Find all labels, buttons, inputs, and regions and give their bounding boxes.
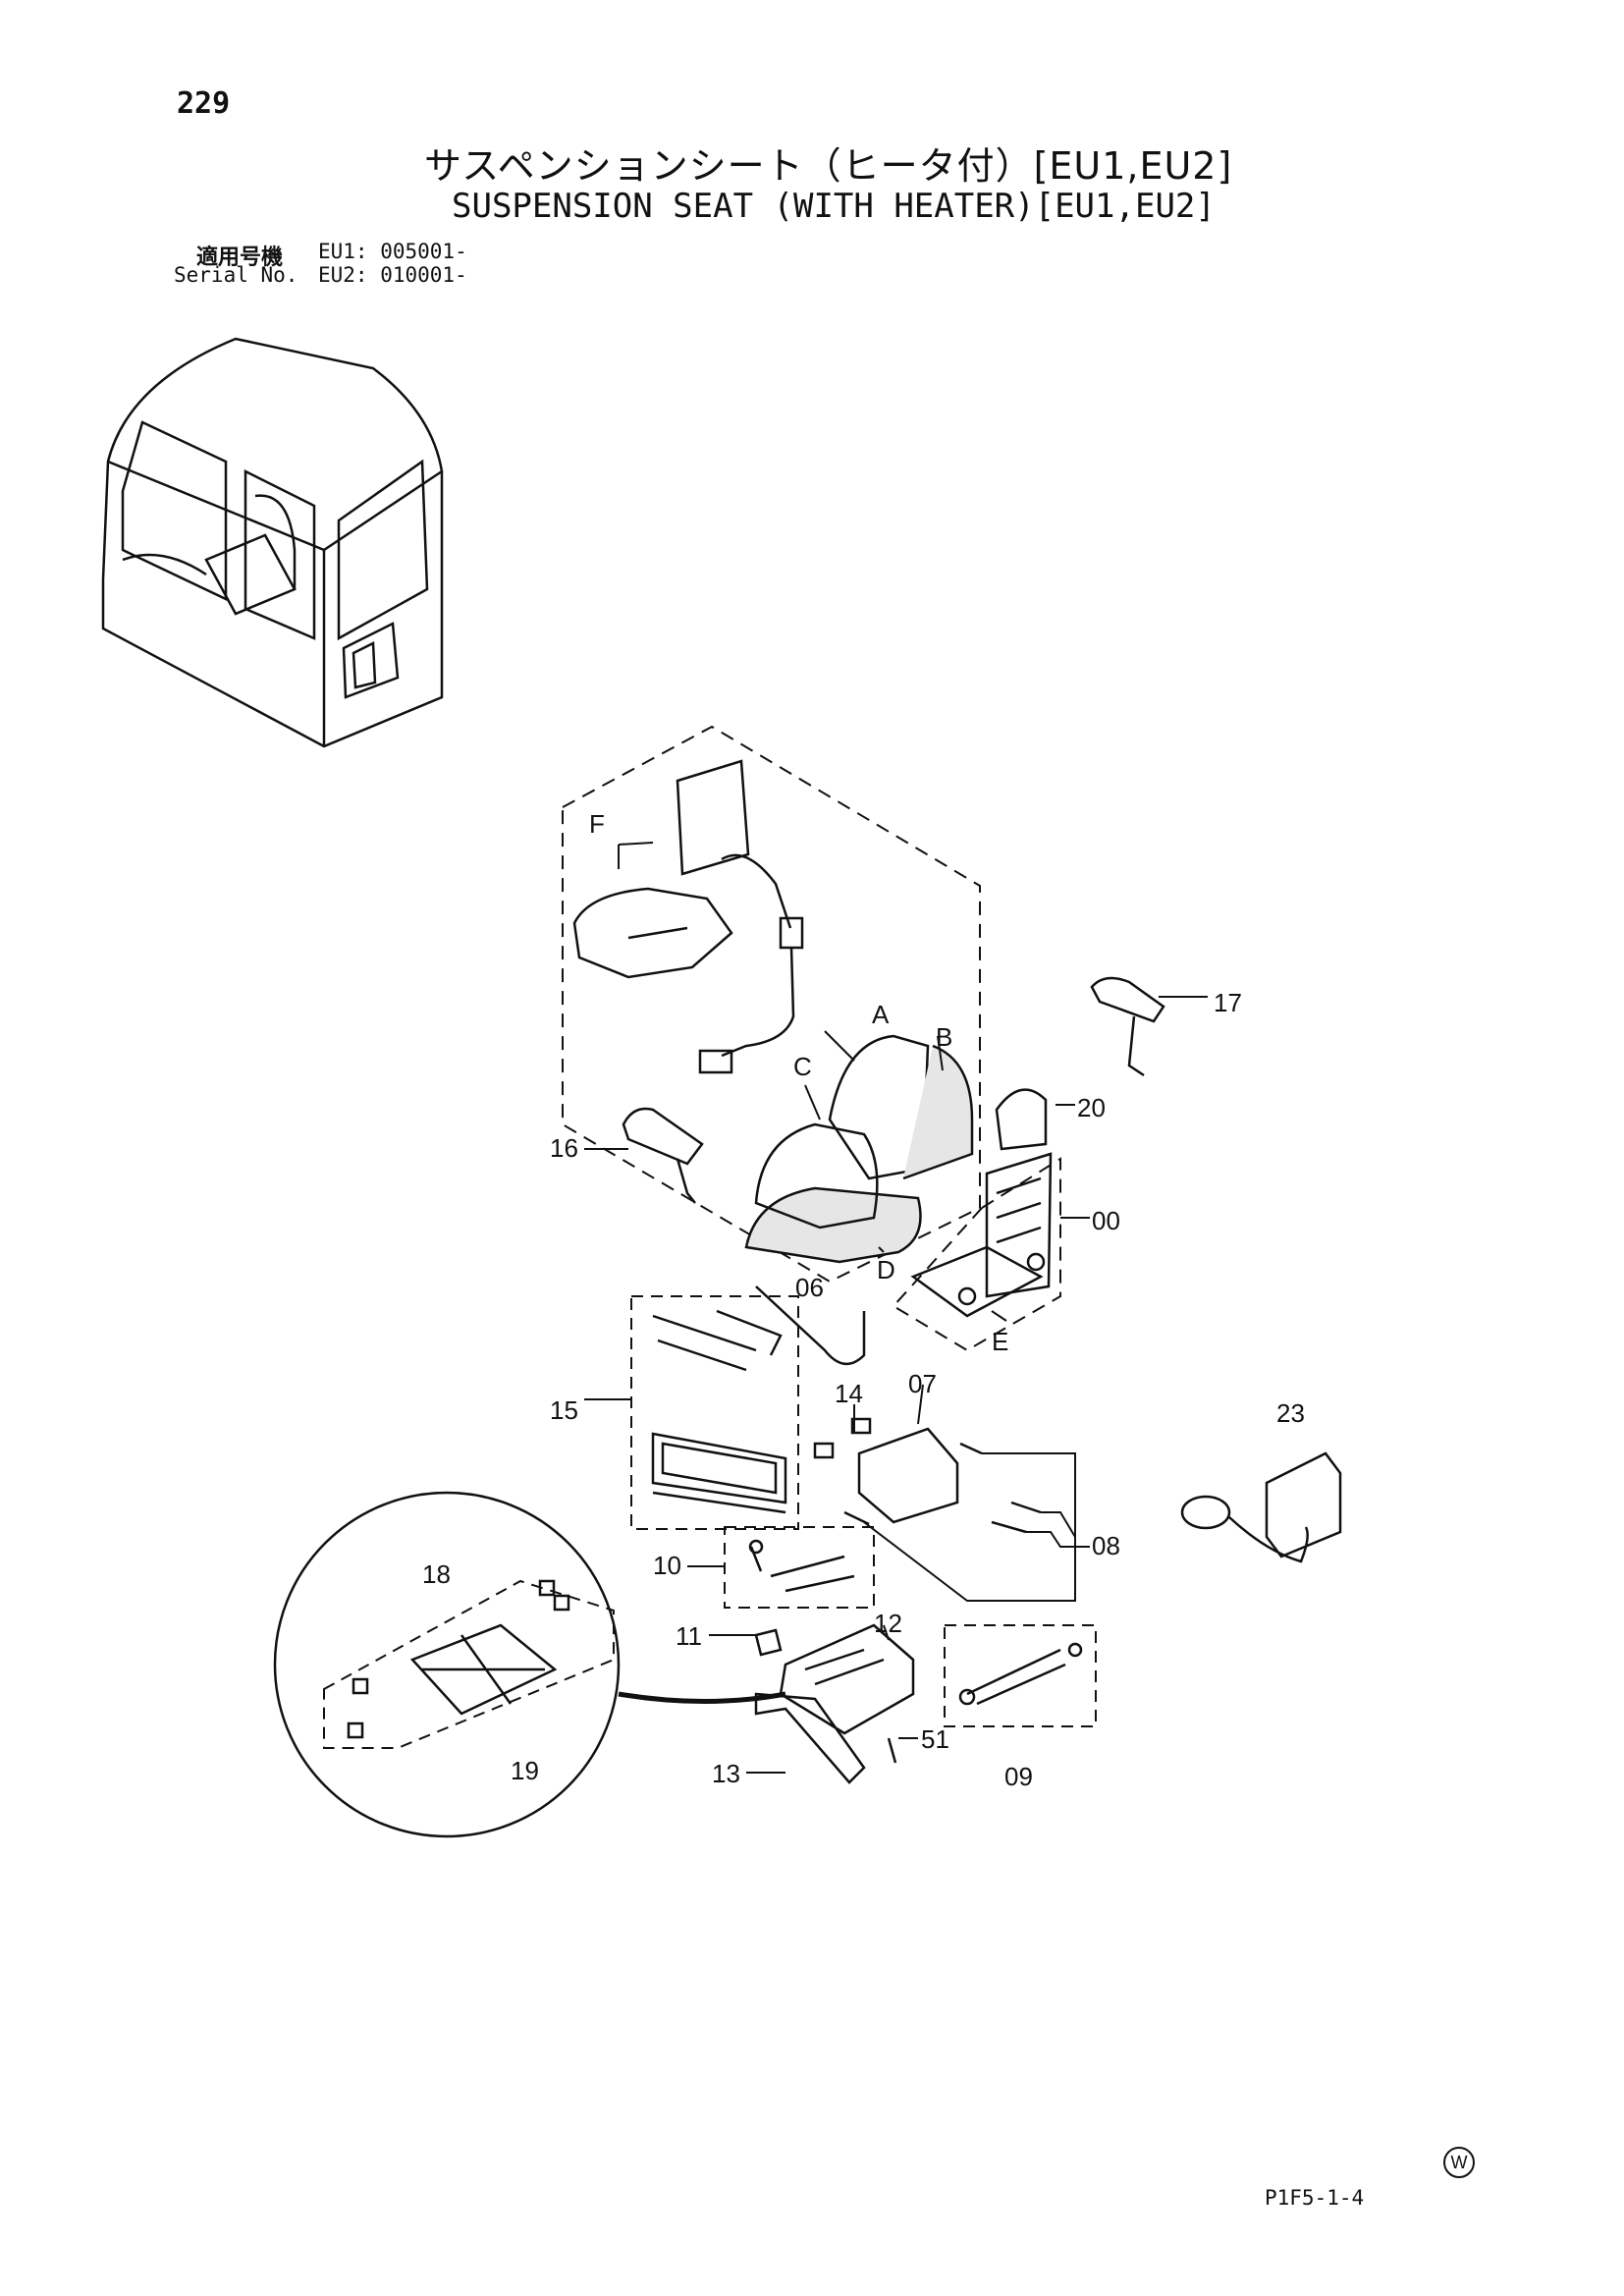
callout-14: 14 bbox=[835, 1379, 863, 1408]
detail-circle bbox=[273, 1491, 621, 1838]
callout-09: 09 bbox=[1004, 1762, 1033, 1791]
serial-label-japanese: 適用号機 bbox=[196, 246, 284, 270]
callout-51: 51 bbox=[921, 1724, 949, 1754]
suspension-unit bbox=[754, 1623, 915, 1784]
callout-19: 19 bbox=[511, 1756, 539, 1785]
armrests bbox=[622, 976, 1165, 1204]
callout-13: 13 bbox=[712, 1759, 740, 1788]
rail-group-box bbox=[630, 1295, 799, 1530]
heater-switch bbox=[1180, 1451, 1342, 1563]
page-number: 229 bbox=[177, 86, 231, 121]
group-09-box bbox=[944, 1624, 1097, 1727]
callout-E: E bbox=[992, 1327, 1008, 1356]
callout-06: 06 bbox=[795, 1273, 824, 1302]
cab-illustration bbox=[101, 337, 444, 748]
serial-label-english: Serial No. bbox=[174, 263, 298, 287]
leader-08 bbox=[863, 1452, 1090, 1602]
callout-15: 15 bbox=[550, 1395, 578, 1425]
callout-C: C bbox=[793, 1052, 812, 1081]
callout-12: 12 bbox=[874, 1609, 902, 1638]
callout-D: D bbox=[877, 1255, 895, 1285]
callout-23: 23 bbox=[1276, 1398, 1305, 1428]
callout-16: 16 bbox=[550, 1133, 578, 1163]
callout-20: 20 bbox=[1077, 1093, 1106, 1122]
scissor-mechanism bbox=[347, 1579, 570, 1739]
w-mark-icon: W bbox=[1443, 2147, 1475, 2178]
callout-18: 18 bbox=[422, 1559, 451, 1589]
callout-08: 08 bbox=[1092, 1531, 1120, 1560]
serial-eu1: EU1: 005001- bbox=[318, 240, 467, 263]
serial-eu2: EU2: 010001- bbox=[318, 263, 467, 287]
rails-and-frame bbox=[651, 1309, 787, 1514]
callout-F: F bbox=[589, 809, 605, 839]
seat-frame bbox=[910, 1088, 1053, 1318]
callout-B: B bbox=[936, 1022, 952, 1052]
detail-group-box bbox=[323, 1579, 615, 1749]
callout-A: A bbox=[872, 1000, 890, 1029]
leader-lines bbox=[584, 842, 1208, 1774]
seat-frame-group-box bbox=[892, 1157, 1061, 1352]
callout-10: 10 bbox=[653, 1551, 681, 1580]
callout-17: 17 bbox=[1214, 988, 1242, 1017]
figure-code: P1F5-1-4 bbox=[1265, 2186, 1365, 2210]
detail-pointer bbox=[618, 1691, 786, 1704]
callout-00: 00 bbox=[1092, 1206, 1120, 1235]
cable-06 bbox=[755, 1285, 866, 1365]
title-japanese: サスペンションシート（ヒータ付）[EU1,EU2] bbox=[424, 144, 1233, 188]
seat-assembly bbox=[744, 1034, 974, 1264]
title-english: SUSPENSION SEAT (WITH HEATER)[EU1,EU2] bbox=[452, 187, 1216, 226]
callout-11: 11 bbox=[676, 1621, 702, 1651]
callout-07: 07 bbox=[908, 1369, 937, 1398]
group-09-parts bbox=[958, 1642, 1083, 1706]
adjuster-parts bbox=[813, 1417, 1042, 1534]
group-10-parts bbox=[748, 1539, 855, 1593]
heater-group-box bbox=[562, 725, 981, 1284]
heater-pads bbox=[572, 759, 804, 1074]
